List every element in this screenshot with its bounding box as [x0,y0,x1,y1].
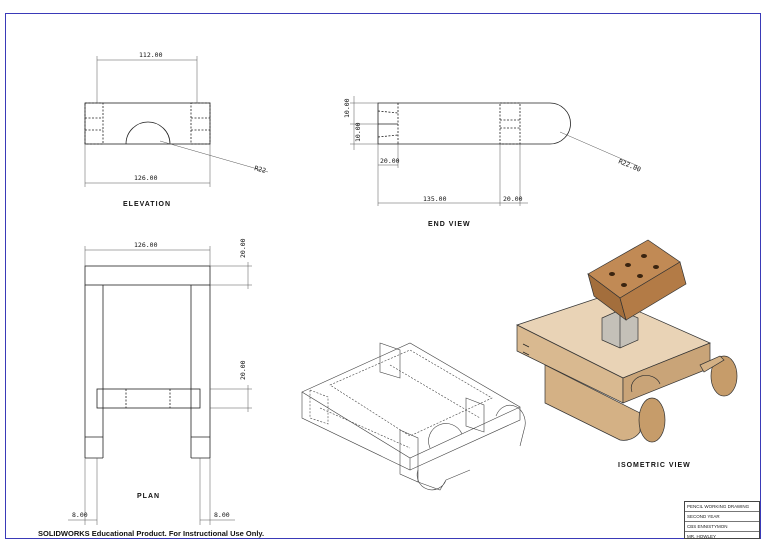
title-block-row: SECOND YEAR [685,512,759,522]
elevation-half-circle [125,121,171,145]
plan-top-bar [84,265,211,286]
dim-elev-radius: R22 [253,164,266,175]
dim-plan-side1: 20.00 [239,238,247,258]
elevation-left-block [84,102,104,145]
title-block: PENCIL WORKING DRAWING SECOND YEAR CBS E… [684,501,760,539]
end-view-block [499,102,521,145]
elevation-label: ELEVATION [123,201,172,208]
dim-plan-left: 8.00 [72,511,88,519]
pencil-holes [609,254,659,287]
dim-elev-top: 112.00 [139,51,163,59]
dim-plan-side2: 20.00 [239,360,247,380]
plan-view [68,246,252,525]
plan-label: PLAN [137,493,161,500]
elevation-right-block [190,102,211,145]
title-block-row: MR. HOWLEY [687,534,717,539]
elevation-view [84,56,269,187]
runner-left-end [638,397,666,443]
title-block-row: CBS ENNISTYMON [685,522,759,532]
plan-cross-bar [96,388,201,409]
shaded-isometric [516,239,738,443]
end-view-outline [377,102,571,145]
dim-plan-right: 8.00 [214,511,230,519]
dim-end-h1: 10.00 [343,98,351,118]
wireframe-isometric [301,342,526,491]
solidworks-footer: SOLIDWORKS Educational Product. For Inst… [38,529,265,538]
pencil-block-side [619,261,687,321]
end-view [350,96,639,206]
runner-right-end [710,355,738,397]
dim-elev-bottom: 126.00 [134,174,158,182]
isometric-view-label: ISOMETRIC VIEW [618,462,691,469]
dim-end-left: 20.00 [380,157,400,165]
runner-left [544,364,641,441]
dim-plan-top: 126.00 [134,241,158,249]
dim-end-right: 20.00 [503,195,523,203]
dim-end-radius: R22.00 [617,157,642,173]
sheet-border [5,13,761,539]
dim-end-main: 135.00 [423,195,447,203]
end-view-label: END VIEW [428,221,471,228]
dim-end-h2: 10.00 [354,122,362,142]
title-block-row: PENCIL WORKING DRAWING [685,502,759,512]
